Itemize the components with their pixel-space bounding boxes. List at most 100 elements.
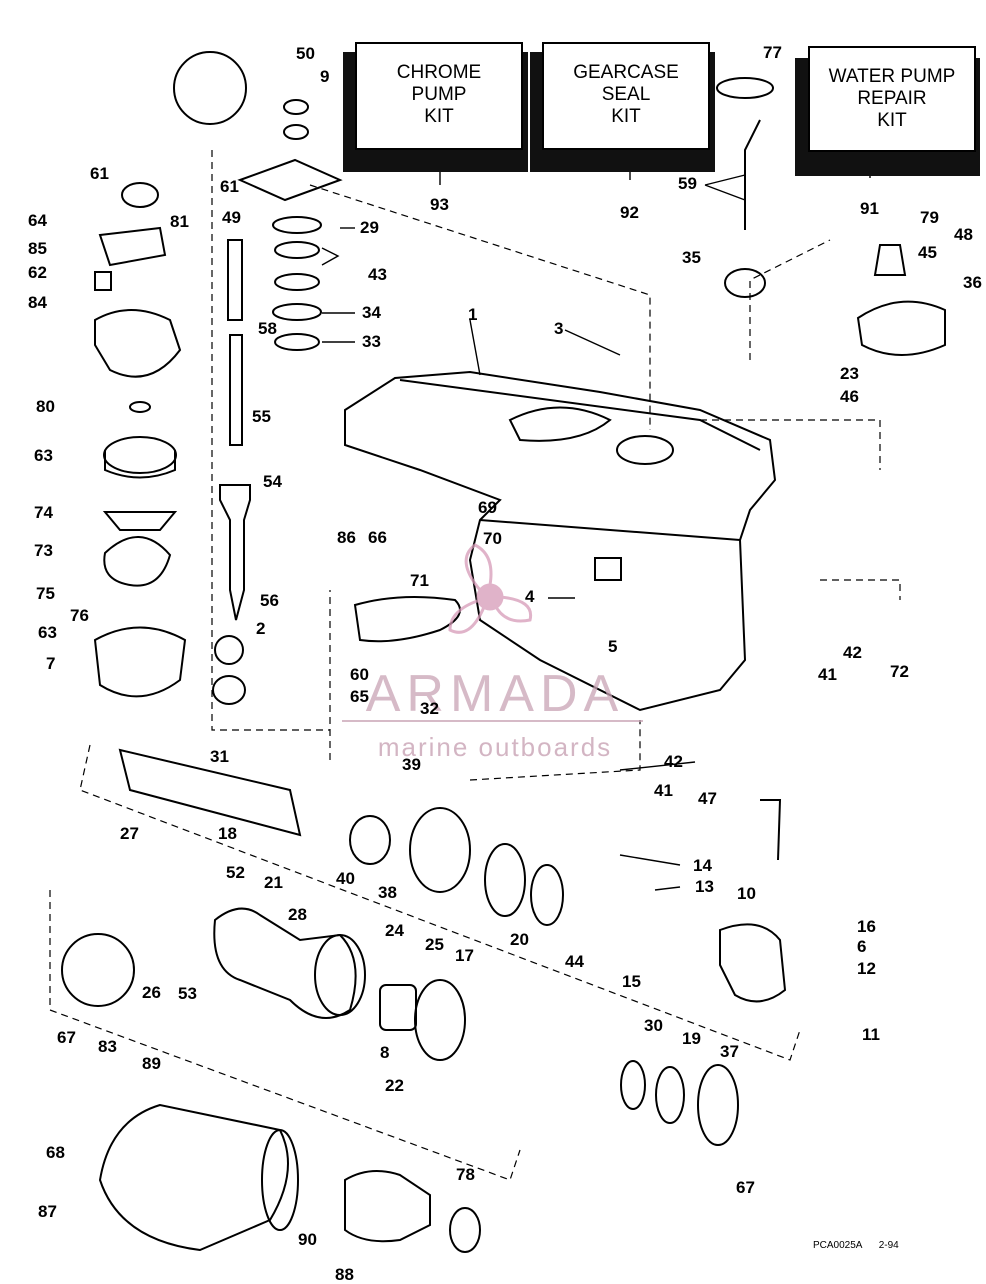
- part-callout: 12: [857, 959, 876, 978]
- part-callout: 32: [420, 699, 439, 718]
- part-callout: 8: [380, 1043, 390, 1062]
- part-callout: 84: [28, 293, 47, 312]
- part-callout: 20: [510, 930, 529, 949]
- part-callout: 41: [654, 781, 673, 800]
- part-callout: 34: [362, 303, 381, 322]
- part-callout: 18: [218, 824, 237, 843]
- part-callout: 36: [963, 273, 982, 292]
- part-callout: 72: [890, 662, 909, 681]
- part-callout: 87: [38, 1202, 57, 1221]
- part-callout: 17: [455, 946, 474, 965]
- part-callout: 29: [360, 218, 379, 237]
- part-callout: 76: [70, 606, 89, 625]
- part-callout: 31: [210, 747, 229, 766]
- gearcase-housing: [344, 370, 777, 712]
- part-callout: 77: [763, 43, 782, 62]
- part-callout: 66: [368, 528, 387, 547]
- part-callout: 25: [425, 935, 444, 954]
- part-callout: 4: [525, 587, 535, 606]
- part-callout: 19: [682, 1029, 701, 1048]
- part-callout: 15: [622, 972, 641, 991]
- part-callout: 49: [222, 208, 241, 227]
- part-callout: 68: [46, 1143, 65, 1162]
- part-callout: 13: [695, 877, 714, 896]
- part-callout: 50: [296, 44, 315, 63]
- kit-line: REPAIR: [857, 88, 927, 109]
- part-callout: 40: [336, 869, 355, 888]
- part-callout: 9: [320, 67, 330, 86]
- part-callout: 14: [693, 856, 712, 875]
- part-callout: 60: [350, 665, 369, 684]
- figure-code: PCA0025A 2-94: [813, 1240, 899, 1251]
- part-callout: 88: [335, 1265, 354, 1284]
- kit-line: PUMP: [411, 84, 467, 105]
- part-callout: 16: [857, 917, 876, 936]
- watermark-subtitle: marine outboards: [377, 732, 613, 762]
- part-callout: 89: [142, 1054, 161, 1073]
- part-callout: 42: [664, 752, 683, 771]
- part-callout: 73: [34, 541, 53, 560]
- part-callout: 61: [90, 164, 109, 183]
- part-callout: 67: [57, 1028, 76, 1047]
- plate-60: [353, 595, 461, 643]
- part-callout: 52: [226, 863, 245, 882]
- part-callout: 61: [220, 177, 239, 196]
- part-callout: 45: [918, 243, 937, 262]
- part-callout: 64: [28, 211, 47, 230]
- part-callout: 63: [38, 623, 57, 642]
- part-callout: 47: [698, 789, 717, 808]
- gearcase-seal-kit-label: GEARCASE SEAL KIT: [542, 42, 710, 150]
- kit-line: KIT: [877, 110, 907, 131]
- part-callout: 24: [385, 921, 404, 940]
- kit-line: GEARCASE: [573, 62, 679, 83]
- part-callout: 5: [608, 637, 618, 656]
- part-callout: 90: [298, 1230, 317, 1249]
- part-callout: 27: [120, 824, 139, 843]
- part-callout: 2: [256, 619, 266, 638]
- part-callout: 74: [34, 503, 53, 522]
- part-callout: 38: [378, 883, 397, 902]
- part-callout: 26: [142, 983, 161, 1002]
- watermark-title: ARMADA: [365, 665, 625, 723]
- part-callout: 28: [288, 905, 307, 924]
- part-callout: 85: [28, 239, 47, 258]
- part-callout: 33: [362, 332, 381, 351]
- part-callout: 43: [368, 265, 387, 284]
- part-callout: 7: [46, 654, 56, 673]
- water-pump-repair-kit-label: WATER PUMP REPAIR KIT: [808, 46, 976, 152]
- chrome-pump-kit-label: CHROME PUMP KIT: [355, 42, 523, 150]
- part-callout: 53: [178, 984, 197, 1003]
- part-callout: 44: [565, 952, 584, 971]
- part-callout: 11: [862, 1025, 880, 1044]
- part-callout: 83: [98, 1037, 117, 1056]
- part-callout: 92: [620, 203, 639, 222]
- part-callout: 91: [860, 199, 879, 218]
- part-callout: 59: [678, 174, 697, 193]
- part-callout: 6: [857, 937, 867, 956]
- part-callout: 41: [818, 665, 837, 684]
- part-callout: 30: [644, 1016, 663, 1035]
- part-callout: 42: [843, 643, 862, 662]
- kit-line: CHROME: [396, 62, 482, 83]
- part-callout: 55: [252, 407, 271, 426]
- part-callout: 75: [36, 584, 55, 603]
- part-callout: 71: [410, 571, 429, 590]
- part-callout: 37: [720, 1042, 739, 1061]
- kit-line: WATER PUMP: [828, 66, 956, 87]
- part-callout: 56: [260, 591, 279, 610]
- part-callout: 35: [682, 248, 701, 267]
- kit-line: KIT: [611, 106, 641, 127]
- part-callout: 81: [170, 212, 189, 231]
- part-callout: 3: [554, 319, 564, 338]
- part-callout: 67: [736, 1178, 755, 1197]
- part-callout: 23: [840, 364, 859, 383]
- part-callout: 79: [920, 208, 939, 227]
- part-callout: 78: [456, 1165, 475, 1184]
- part-callout: 86: [337, 528, 356, 547]
- part-callout: 1: [468, 305, 478, 324]
- figure-code-id: PCA0025A: [813, 1240, 862, 1251]
- figure-code-date: 2-94: [878, 1240, 899, 1251]
- part-callout: 93: [430, 195, 449, 214]
- part-callout: 58: [258, 319, 277, 338]
